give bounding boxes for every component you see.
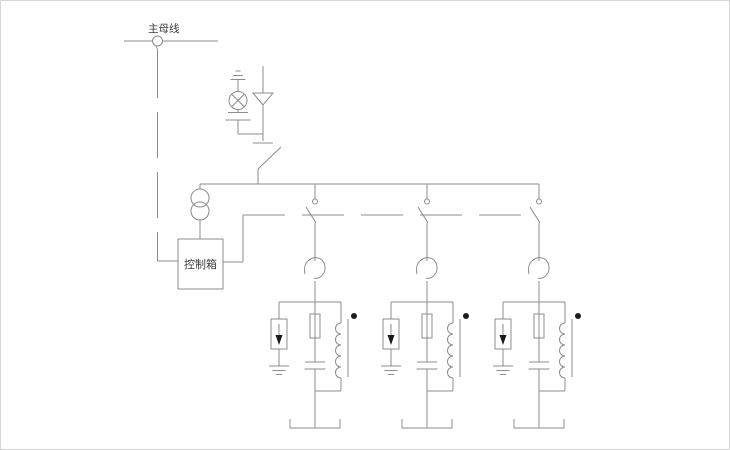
main-busbar-label: 主母线 [148,23,180,35]
main-feeder [251,66,282,184]
control-box-label: 控制箱 [184,259,217,271]
mechanical-linkage [223,214,534,263]
main-knife-switch-icon [253,142,282,170]
busbar-connection-icon [152,35,163,47]
voltage-transformer-icon [190,184,210,239]
indicator-lamp-branch [225,70,263,135]
capacitor-branch-3 [492,183,582,429]
earth-icon [230,70,246,80]
main-busbar-tap [124,35,218,53]
surge-arrester-icon [251,92,275,106]
capacitor-branch-2 [380,183,470,429]
capacitor-branch-1 [268,183,358,429]
control-box [177,238,224,290]
coupling-capacitor-icon [225,112,251,121]
dashed-control-lead [157,52,178,262]
indicator-lamp-icon [228,91,248,110]
